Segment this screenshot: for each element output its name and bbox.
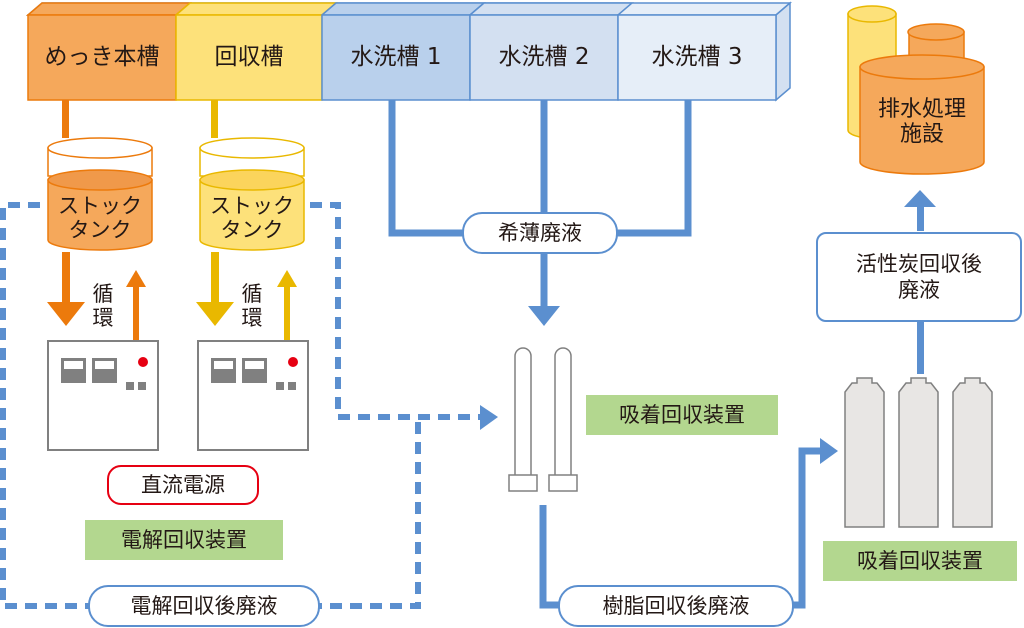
circulation-char-2: 環 [241, 306, 263, 330]
carbon-cylinders [844, 377, 993, 528]
rinse-tank-3 [617, 14, 777, 101]
dashed-arrow-right-icon [480, 405, 498, 430]
orange-pipe-top [62, 100, 69, 138]
dilute-waste-label: 希薄廃液 [462, 212, 618, 254]
carbon-waste-label: 活性炭回収後 廃液 [816, 232, 1022, 322]
resin-waste-label: 樹脂回収後廃液 [558, 585, 794, 627]
stock-tank-2-label: ストック タンク [200, 190, 304, 246]
electrolytic-unit-label: 電解回収装置 [85, 520, 283, 560]
resin-columns [508, 347, 578, 492]
yellow-pipe-down [211, 252, 219, 302]
power-supply-1 [47, 340, 159, 451]
circulation-label-2: 循 環 [237, 278, 267, 334]
indicator-light-icon [138, 357, 148, 367]
stock-tank-1-label-line1: ストック [58, 193, 142, 218]
wastewater-facility-label: 排水処理 施設 [862, 90, 982, 154]
rinse-tank-1 [321, 14, 471, 101]
rinse-tank-1-top [319, 2, 487, 16]
rinse-tank-2-top [467, 2, 635, 16]
circulation-char-2: 環 [92, 306, 114, 330]
blue-arrow-right-icon [820, 438, 838, 464]
power-supply-2 [197, 340, 309, 451]
stock-tank-2-label-line2: タンク [220, 218, 284, 242]
wastewater-facility-label-line2: 施設 [899, 122, 944, 147]
yellow-pipe-top [211, 100, 218, 138]
plating-tank [27, 14, 177, 101]
indicator-light-icon [288, 357, 298, 367]
circulation-char-1: 循 [92, 281, 114, 306]
yellow-arrow-down-icon [196, 302, 234, 326]
circulation-char-1: 循 [241, 281, 263, 306]
yellow-pipe-up [284, 285, 290, 343]
resin-waste-pipe [539, 447, 820, 609]
rinse-tank-2 [469, 14, 619, 101]
electrolytic-waste-dashed-line [0, 202, 480, 609]
carbon-waste-label-line1: 活性炭回収後 [856, 251, 982, 276]
circulation-label-1: 循 環 [88, 278, 118, 334]
rinse-tank-1-label: 水洗槽 1 [350, 44, 442, 71]
stock-tank-1-label-line2: タンク [68, 218, 132, 242]
dc-power-label: 直流電源 [107, 465, 259, 505]
recovery-tank-label: 回収槽 [214, 44, 284, 71]
orange-pipe-down [62, 252, 70, 302]
plating-tank-top [25, 2, 193, 16]
stock-tank-2 [199, 137, 305, 251]
electrolytic-waste-label: 電解回収後廃液 [88, 585, 320, 627]
adsorption-unit-2-label: 吸着回収装置 [823, 541, 1017, 581]
carbon-waste-pipe-lower [917, 322, 924, 374]
orange-arrow-down-icon [47, 302, 85, 326]
stock-tank-1 [47, 137, 153, 251]
rinse-tank-2-label: 水洗槽 2 [498, 44, 590, 71]
tank-row-side-face [775, 1, 791, 102]
wastewater-facility-label-line1: 排水処理 [877, 96, 966, 122]
recovery-tank-top [173, 2, 339, 16]
blue-arrow-up-icon [904, 190, 936, 207]
tank-row [25, 1, 793, 102]
recovery-tank [175, 14, 323, 101]
rinse-tank-3-label: 水洗槽 3 [651, 44, 743, 71]
stock-tank-2-label-line1: ストック [210, 193, 294, 218]
carbon-waste-label-line2: 廃液 [898, 278, 940, 302]
dilute-waste-pipes [388, 100, 692, 306]
orange-arrow-up-icon [126, 270, 146, 287]
adsorption-unit-1-label: 吸着回収装置 [586, 395, 778, 435]
plating-tank-label: めっき本槽 [44, 44, 160, 71]
orange-pipe-up [133, 285, 139, 343]
stock-tank-1-label: ストック タンク [48, 190, 152, 246]
carbon-waste-pipe-upper [917, 205, 924, 231]
yellow-arrow-up-icon [277, 270, 297, 287]
blue-arrow-down-icon [528, 306, 560, 326]
wastewater-facility [847, 5, 985, 175]
